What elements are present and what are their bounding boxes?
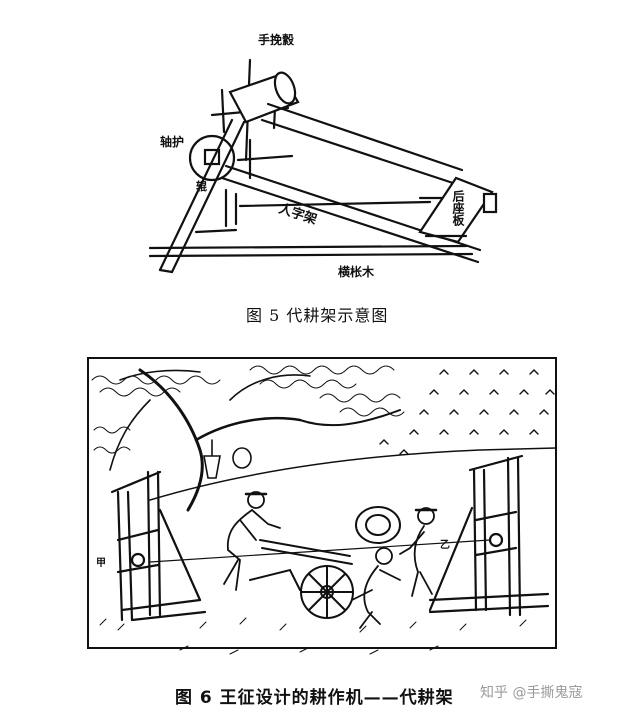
figure-6-caption: 图 6 王征设计的耕作机——代耕架 (175, 688, 454, 708)
back-seat-board (418, 176, 498, 244)
label-back-seat-board: 后座板 (451, 189, 465, 227)
figure-5-caption: 图 5 代耕架示意图 (246, 306, 389, 325)
worker-middle (351, 547, 401, 629)
worker-left (223, 491, 281, 591)
left-frame (110, 470, 207, 622)
watermark: 知乎 @手撕鬼寇 (480, 685, 583, 701)
label-hand-crank: 手挽縠 (258, 32, 295, 47)
upper-beam (260, 102, 464, 186)
axle-drum (228, 71, 300, 124)
foliage (91, 365, 405, 454)
right-frame (428, 454, 550, 617)
spoked-wheel (300, 565, 354, 619)
axle-guard (188, 134, 236, 182)
horizontal-timber (148, 228, 474, 258)
ground-grass (99, 617, 527, 655)
figure-5-diagram: 手挽縠 轴护 辊 后座板 人字架 横枨木 (148, 32, 498, 279)
tree (109, 368, 401, 512)
plough (249, 539, 353, 591)
label-horizontal-timber: 横枨木 (338, 264, 375, 279)
worker-right (399, 507, 438, 597)
right-frame-mark: 乙 (440, 539, 450, 551)
rice-field (379, 369, 555, 455)
left-frame-mark: 甲 (96, 557, 106, 569)
label-axle: 辊 (196, 179, 207, 193)
hanging-basket (203, 439, 252, 479)
winch-drum (355, 506, 401, 544)
illustration-border (87, 357, 557, 649)
label-axle-guard: 轴护 (160, 134, 184, 149)
field-ridge (149, 447, 557, 501)
